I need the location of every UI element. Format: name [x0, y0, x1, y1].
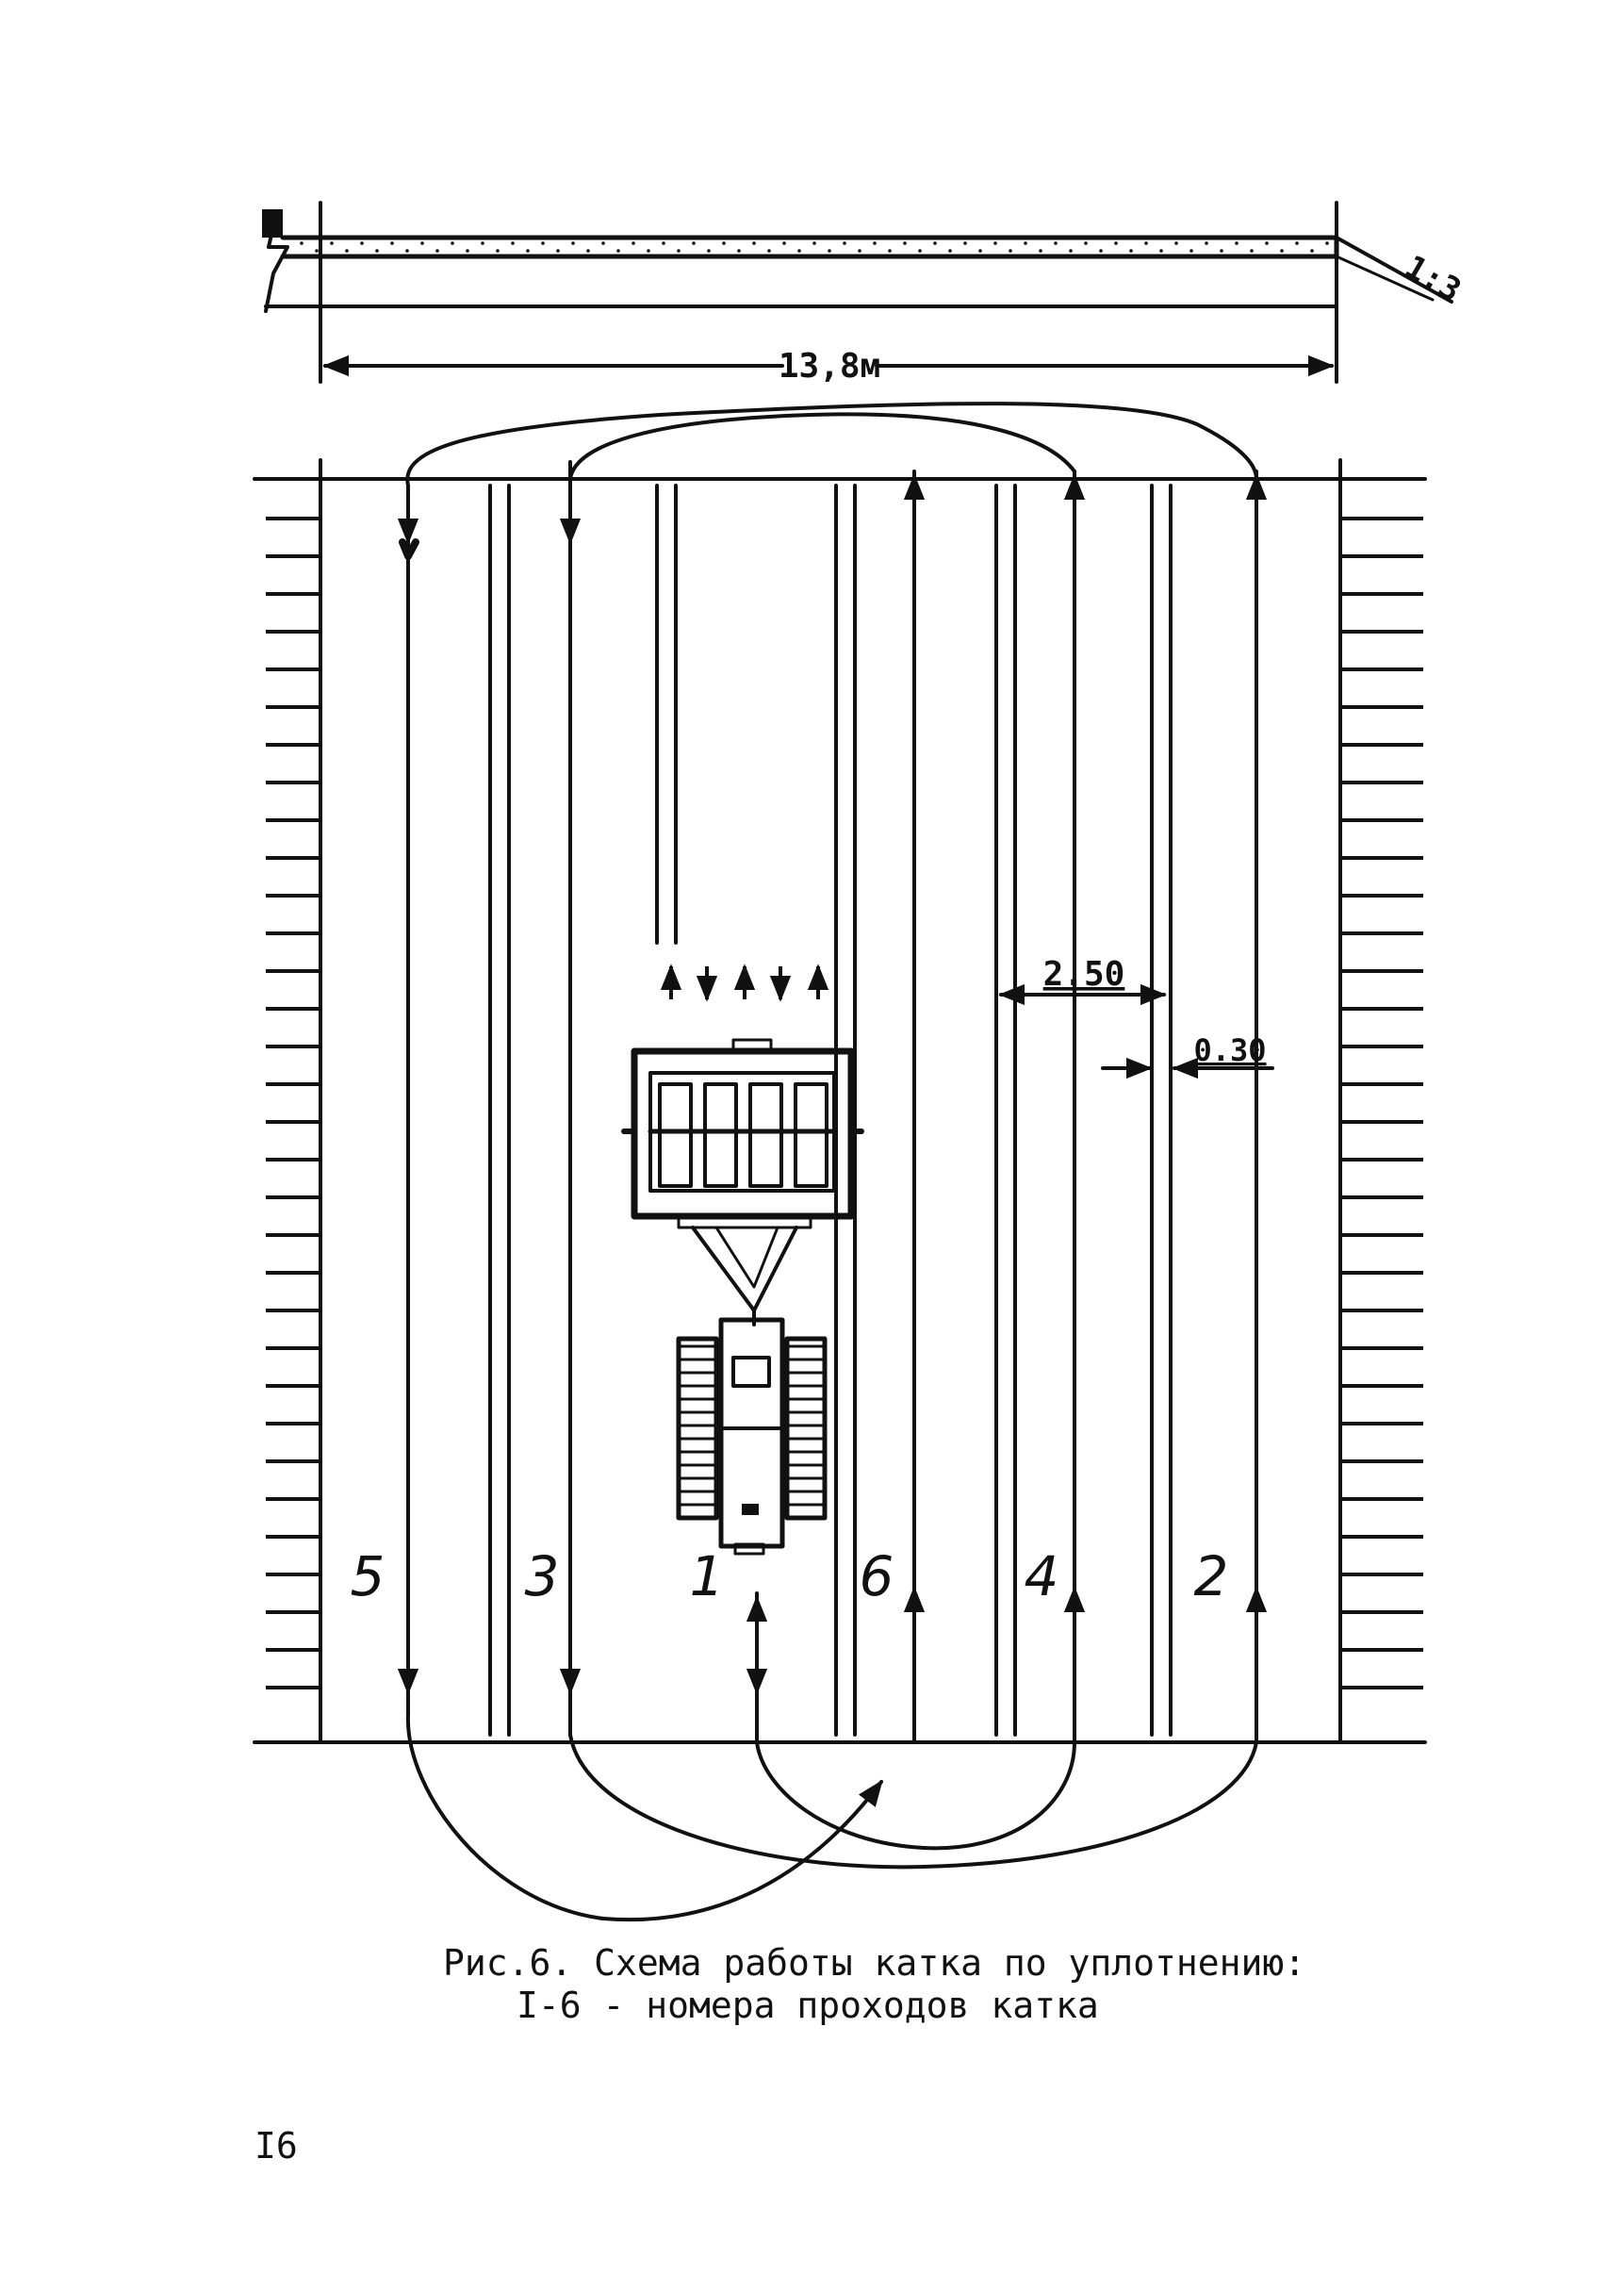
pass-numbers: 5 3 1 6 4 2 — [351, 1544, 1229, 1608]
hatch-dot — [390, 241, 394, 245]
hatch-dot — [1039, 249, 1042, 253]
pass-paths — [399, 402, 1258, 1922]
overlap-label: 0.30 — [1193, 1032, 1266, 1068]
hatch-dot — [466, 249, 469, 253]
pass-number-5: 5 — [351, 1544, 385, 1608]
hatch-dot — [481, 241, 484, 245]
pass-number-4: 4 — [1025, 1544, 1059, 1608]
hatch-dot — [782, 241, 786, 245]
hatch-dot — [737, 249, 741, 253]
hatch-dot — [873, 241, 877, 245]
hatch-dot — [1069, 249, 1073, 253]
hatch-dot — [1265, 241, 1269, 245]
hatch-dot — [722, 241, 726, 245]
hatch-dot — [1114, 241, 1118, 245]
hatch-dot — [1159, 249, 1163, 253]
hatch-dot — [1189, 249, 1193, 253]
strip-width-dimension: 2.50 — [998, 955, 1167, 1006]
hatch-dot — [1310, 249, 1314, 253]
slope-label: 1:3 — [1399, 248, 1468, 309]
hatch-dot — [1129, 249, 1133, 253]
hatch-dot — [435, 249, 439, 253]
hatch-dot — [632, 241, 635, 245]
hatch-dot — [1099, 249, 1103, 253]
shoulder-ticks — [266, 517, 1423, 1689]
hatch-dot — [405, 249, 409, 253]
hatch-dot — [918, 249, 922, 253]
plan-view: 5 3 1 6 4 2 2.50 0.30 — [253, 402, 1427, 1922]
hatch-dot — [1280, 249, 1284, 253]
hatch-dot — [1009, 249, 1012, 253]
hatch-dot — [541, 241, 545, 245]
hatch-dot — [948, 249, 952, 253]
hatch-dot — [1295, 241, 1299, 245]
hatch-dot — [858, 249, 861, 253]
hatch-dot — [300, 241, 303, 245]
overlap-dimension: 0.30 — [1101, 1032, 1274, 1079]
tractor-treads — [681, 1344, 823, 1507]
hatch-dot — [1084, 241, 1088, 245]
hatch-dot — [616, 249, 620, 253]
hatch-dot — [1205, 241, 1208, 245]
hatch-dot — [601, 241, 605, 245]
hatch-dot — [375, 249, 379, 253]
hatch-dot — [496, 249, 500, 253]
hatch-dot — [843, 241, 846, 245]
figure-caption-line2: I-6 - номера проходов катка — [517, 1985, 1099, 2026]
hatch-dot — [586, 249, 590, 253]
hatch-dot — [556, 249, 560, 253]
hatch-dot — [662, 241, 665, 245]
hatch-dot — [963, 241, 967, 245]
hatch-dot — [647, 249, 650, 253]
page-number: I6 — [254, 2125, 298, 2167]
hatch-dot — [812, 241, 816, 245]
hatch-dot — [1325, 241, 1329, 245]
hatch-dot — [1250, 249, 1254, 253]
hatch-dot — [828, 249, 831, 253]
section-width-label: 13,8м — [779, 347, 880, 386]
road-cross-section: 1:3 13,8м — [262, 201, 1468, 386]
hatch-dot — [526, 249, 530, 253]
hatch-dot — [345, 249, 349, 253]
hatch-dot — [978, 249, 982, 253]
hatch-dot — [1024, 241, 1027, 245]
hatch-dot — [360, 241, 364, 245]
pass-number-6: 6 — [860, 1544, 894, 1608]
hatch-dot — [315, 249, 319, 253]
strip-width-label: 2.50 — [1043, 955, 1125, 994]
layer-hatching — [300, 241, 1329, 253]
hatch-dot — [677, 249, 681, 253]
hatch-dot — [692, 241, 696, 245]
hatch-dot — [451, 241, 454, 245]
hatch-dot — [1235, 241, 1239, 245]
hatch-dot — [933, 241, 937, 245]
hatch-dot — [420, 241, 424, 245]
hatch-dot — [1054, 241, 1058, 245]
strip-boundaries — [488, 484, 1173, 1737]
hatch-dot — [1220, 249, 1223, 253]
hatch-dot — [903, 241, 907, 245]
pass-number-1: 1 — [690, 1544, 725, 1608]
hatch-dot — [330, 241, 334, 245]
hatch-dot — [797, 249, 801, 253]
hatch-dot — [511, 241, 515, 245]
roller-machine — [621, 1038, 864, 1556]
hatch-dot — [1144, 241, 1148, 245]
figure-caption-line1: Рис.6. Схема работы катка по уплотнению: — [443, 1942, 1306, 1984]
hatch-dot — [767, 249, 771, 253]
pass-number-2: 2 — [1194, 1544, 1229, 1608]
hatch-dot — [1174, 241, 1178, 245]
hatch-dot — [993, 241, 997, 245]
hatch-dot — [888, 249, 892, 253]
direction-arrows — [397, 473, 1268, 1695]
hatch-dot — [571, 241, 575, 245]
hatch-dot — [707, 249, 711, 253]
hatch-dot — [752, 241, 756, 245]
pass-number-3: 3 — [525, 1544, 560, 1608]
